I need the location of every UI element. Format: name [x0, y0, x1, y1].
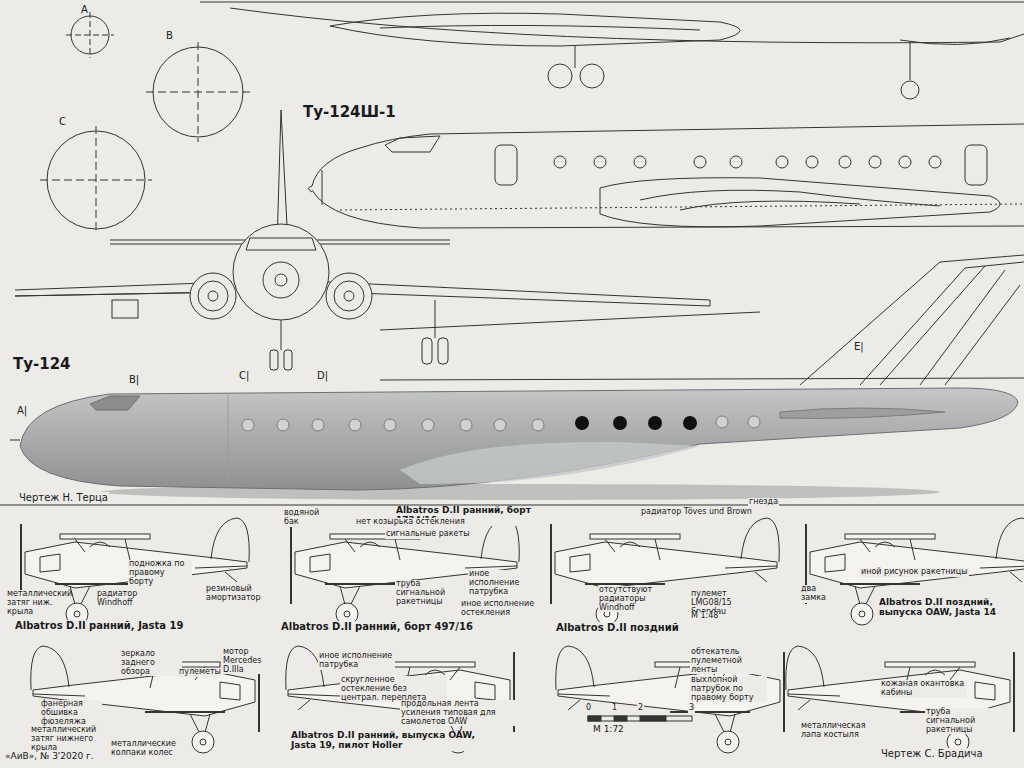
drawing-label: Чертеж С. Брадича: [880, 748, 984, 759]
drawing-label: обтекатель пулеметной ленты: [690, 648, 757, 674]
drawing-label: С: [58, 116, 67, 127]
drawing-label: металлические колпаки колес: [110, 740, 182, 758]
drawing-label: иное исполнение патрубка: [468, 570, 530, 596]
drawing-label: 2: [637, 704, 644, 713]
drawing-label: М 1:72: [592, 725, 625, 735]
drawing-label: М 1:48: [690, 612, 719, 621]
drawing-label: Albatros D.II поздний: [555, 622, 680, 633]
drawing-label: отсутствуют радиаторы Windhoff: [598, 586, 670, 612]
drawing-label: нет козырька остекления: [355, 518, 466, 527]
drawing-label: пулеметы: [178, 668, 222, 677]
drawing-label: Чертеж Н. Терца: [18, 492, 109, 503]
drawing-label: С|: [238, 370, 250, 381]
drawing-label: Ту-124Ш-1: [302, 104, 397, 121]
drawing-label: радиатор Windhoff: [96, 590, 153, 608]
drawing-label: скругленное остекление без централ. пере…: [340, 676, 447, 702]
drawing-label: Albatros D.II ранний, Jasta 19: [14, 620, 184, 631]
drawing-label: металлический затяг нижнего крыла: [30, 726, 107, 752]
drawing-label: Albatros D.II ранний, выпуска OAW, Jasta…: [290, 731, 477, 751]
drawing-label: продольная лента усиления типовая для са…: [400, 700, 517, 726]
drawing-label: Albatros D.II ранний, борт 497/16: [280, 621, 474, 632]
drawing-label: металлическая лапа костыля: [800, 722, 872, 740]
drawing-label: «АиВ», № 3'2020 г.: [4, 752, 95, 762]
drawing-label: резиновый амортизатор: [205, 585, 272, 603]
drawing-label: А|: [16, 405, 28, 416]
drawing-label: выхлопной патрубок по правому борту: [690, 676, 767, 702]
drawing-label: два замка: [800, 585, 842, 603]
drawing-label: зеркало заднего обзора: [120, 650, 182, 676]
drawing-label: 1: [611, 704, 618, 713]
drawing-label: сигнальные ракеты: [385, 530, 470, 539]
drawing-label: водяной бак: [283, 509, 327, 527]
drawing-label: кожаная окантовка кабины: [880, 680, 967, 698]
drawing-label: D|: [316, 370, 329, 381]
drawing-label: Albatros D.II поздний, выпуска OAW, Jast…: [878, 598, 1020, 618]
drawing-label: Е|: [853, 341, 865, 352]
drawing-label: труба сигнальной ракетницы: [925, 708, 1002, 734]
drawing-label: радиатор Töves und Brown: [640, 508, 753, 517]
drawing-label: В: [165, 30, 174, 41]
drawing-label: иное исполнение патрубка: [318, 652, 395, 670]
drawing-label: гнезда: [748, 498, 779, 507]
drawing-label: иное исполнение остекления: [460, 600, 537, 618]
drawing-label: А: [80, 4, 89, 15]
drawing-label: иной рисунок ракетницы: [860, 568, 969, 577]
drawing-label: труба сигнальной ракетницы: [395, 580, 467, 606]
drawing-label: 3: [688, 704, 695, 713]
drawing-label: В|: [128, 374, 140, 385]
drawing-label: 0: [585, 704, 592, 713]
drawing-label: подножка по правому борту: [128, 560, 192, 586]
drawing-label: металлический затяг ниж. крыла: [6, 590, 63, 616]
drawing-label: Ту-124: [12, 356, 72, 373]
drawing-label: мотор Mercedes D.IIIa: [222, 648, 279, 674]
drawing-label: фанерная обшивка фюзеляжа: [40, 700, 102, 726]
